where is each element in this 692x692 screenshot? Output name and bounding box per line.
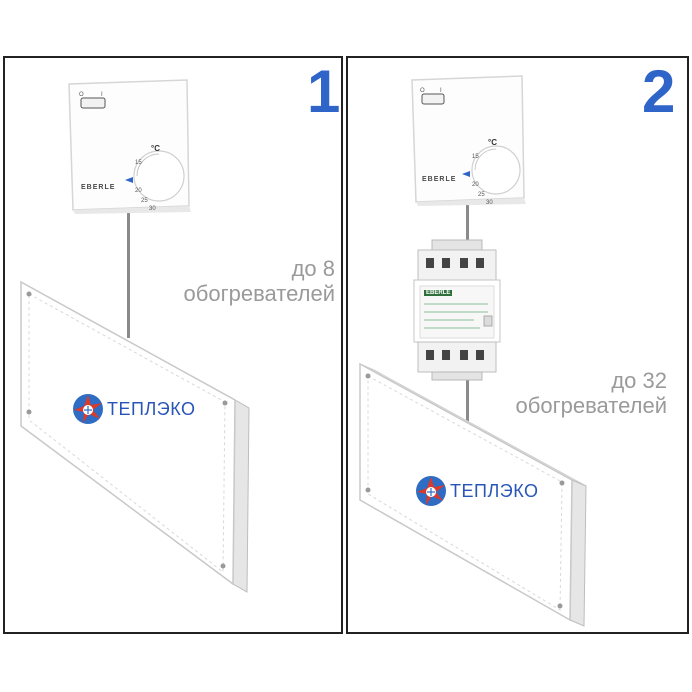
connection-wire	[127, 208, 130, 338]
thermostat-brand-label: EBERLE	[81, 184, 116, 191]
svg-text:O: O	[79, 92, 84, 98]
contactor-module: EBERLE	[413, 239, 501, 381]
panel-option-1: 1 ТЕПЛЭКО	[3, 56, 343, 634]
temperature-unit-label: °C	[488, 138, 497, 147]
option-number: 1	[307, 58, 341, 125]
scale-label: 30	[149, 206, 156, 212]
svg-text:I: I	[440, 88, 442, 94]
temperature-unit-label: °C	[151, 144, 160, 153]
thermostat-brand-label: EBERLE	[422, 176, 457, 183]
scale-label: 15	[135, 160, 142, 166]
heater-brand-label: ТЕПЛЭКО	[107, 399, 196, 419]
contactor-brand-label: EBERLE	[424, 290, 453, 296]
heater-count-caption: до 32 обогревателей	[516, 368, 667, 418]
scale-label: 25	[141, 198, 148, 204]
scale-label: 20	[135, 188, 142, 194]
option-number: 2	[642, 58, 676, 125]
heater-panel: ТЕПЛЭКО	[19, 280, 250, 593]
svg-text:O: O	[420, 88, 425, 94]
heater-panel: ТЕПЛЭКО	[358, 362, 587, 627]
svg-text:I: I	[101, 92, 103, 98]
scale-label: 15	[472, 154, 479, 160]
teploeko-logo-icon	[71, 392, 105, 426]
scale-label: 25	[478, 192, 485, 198]
caption-line-limit: до 8	[291, 256, 335, 281]
teploeko-logo-icon	[414, 474, 448, 508]
thermostat: O I EBERLE °C 15 20 25 30	[65, 76, 195, 214]
caption-line-heaters: обогревателей	[515, 393, 667, 418]
heater-count-caption: до 8 обогревателей	[184, 256, 335, 306]
scale-label: 20	[472, 182, 479, 188]
scale-label: 30	[486, 200, 493, 206]
thermostat: O I EBERLE °C 15 20 25 30	[408, 72, 528, 206]
caption-line-heaters: обогревателей	[183, 281, 335, 306]
panel-option-2: 2 ТЕПЛЭКО	[346, 56, 689, 634]
caption-line-limit: до 32	[611, 368, 667, 393]
heater-brand-label: ТЕПЛЭКО	[450, 481, 539, 501]
connection-wire	[466, 204, 469, 244]
connection-wire	[466, 376, 469, 422]
